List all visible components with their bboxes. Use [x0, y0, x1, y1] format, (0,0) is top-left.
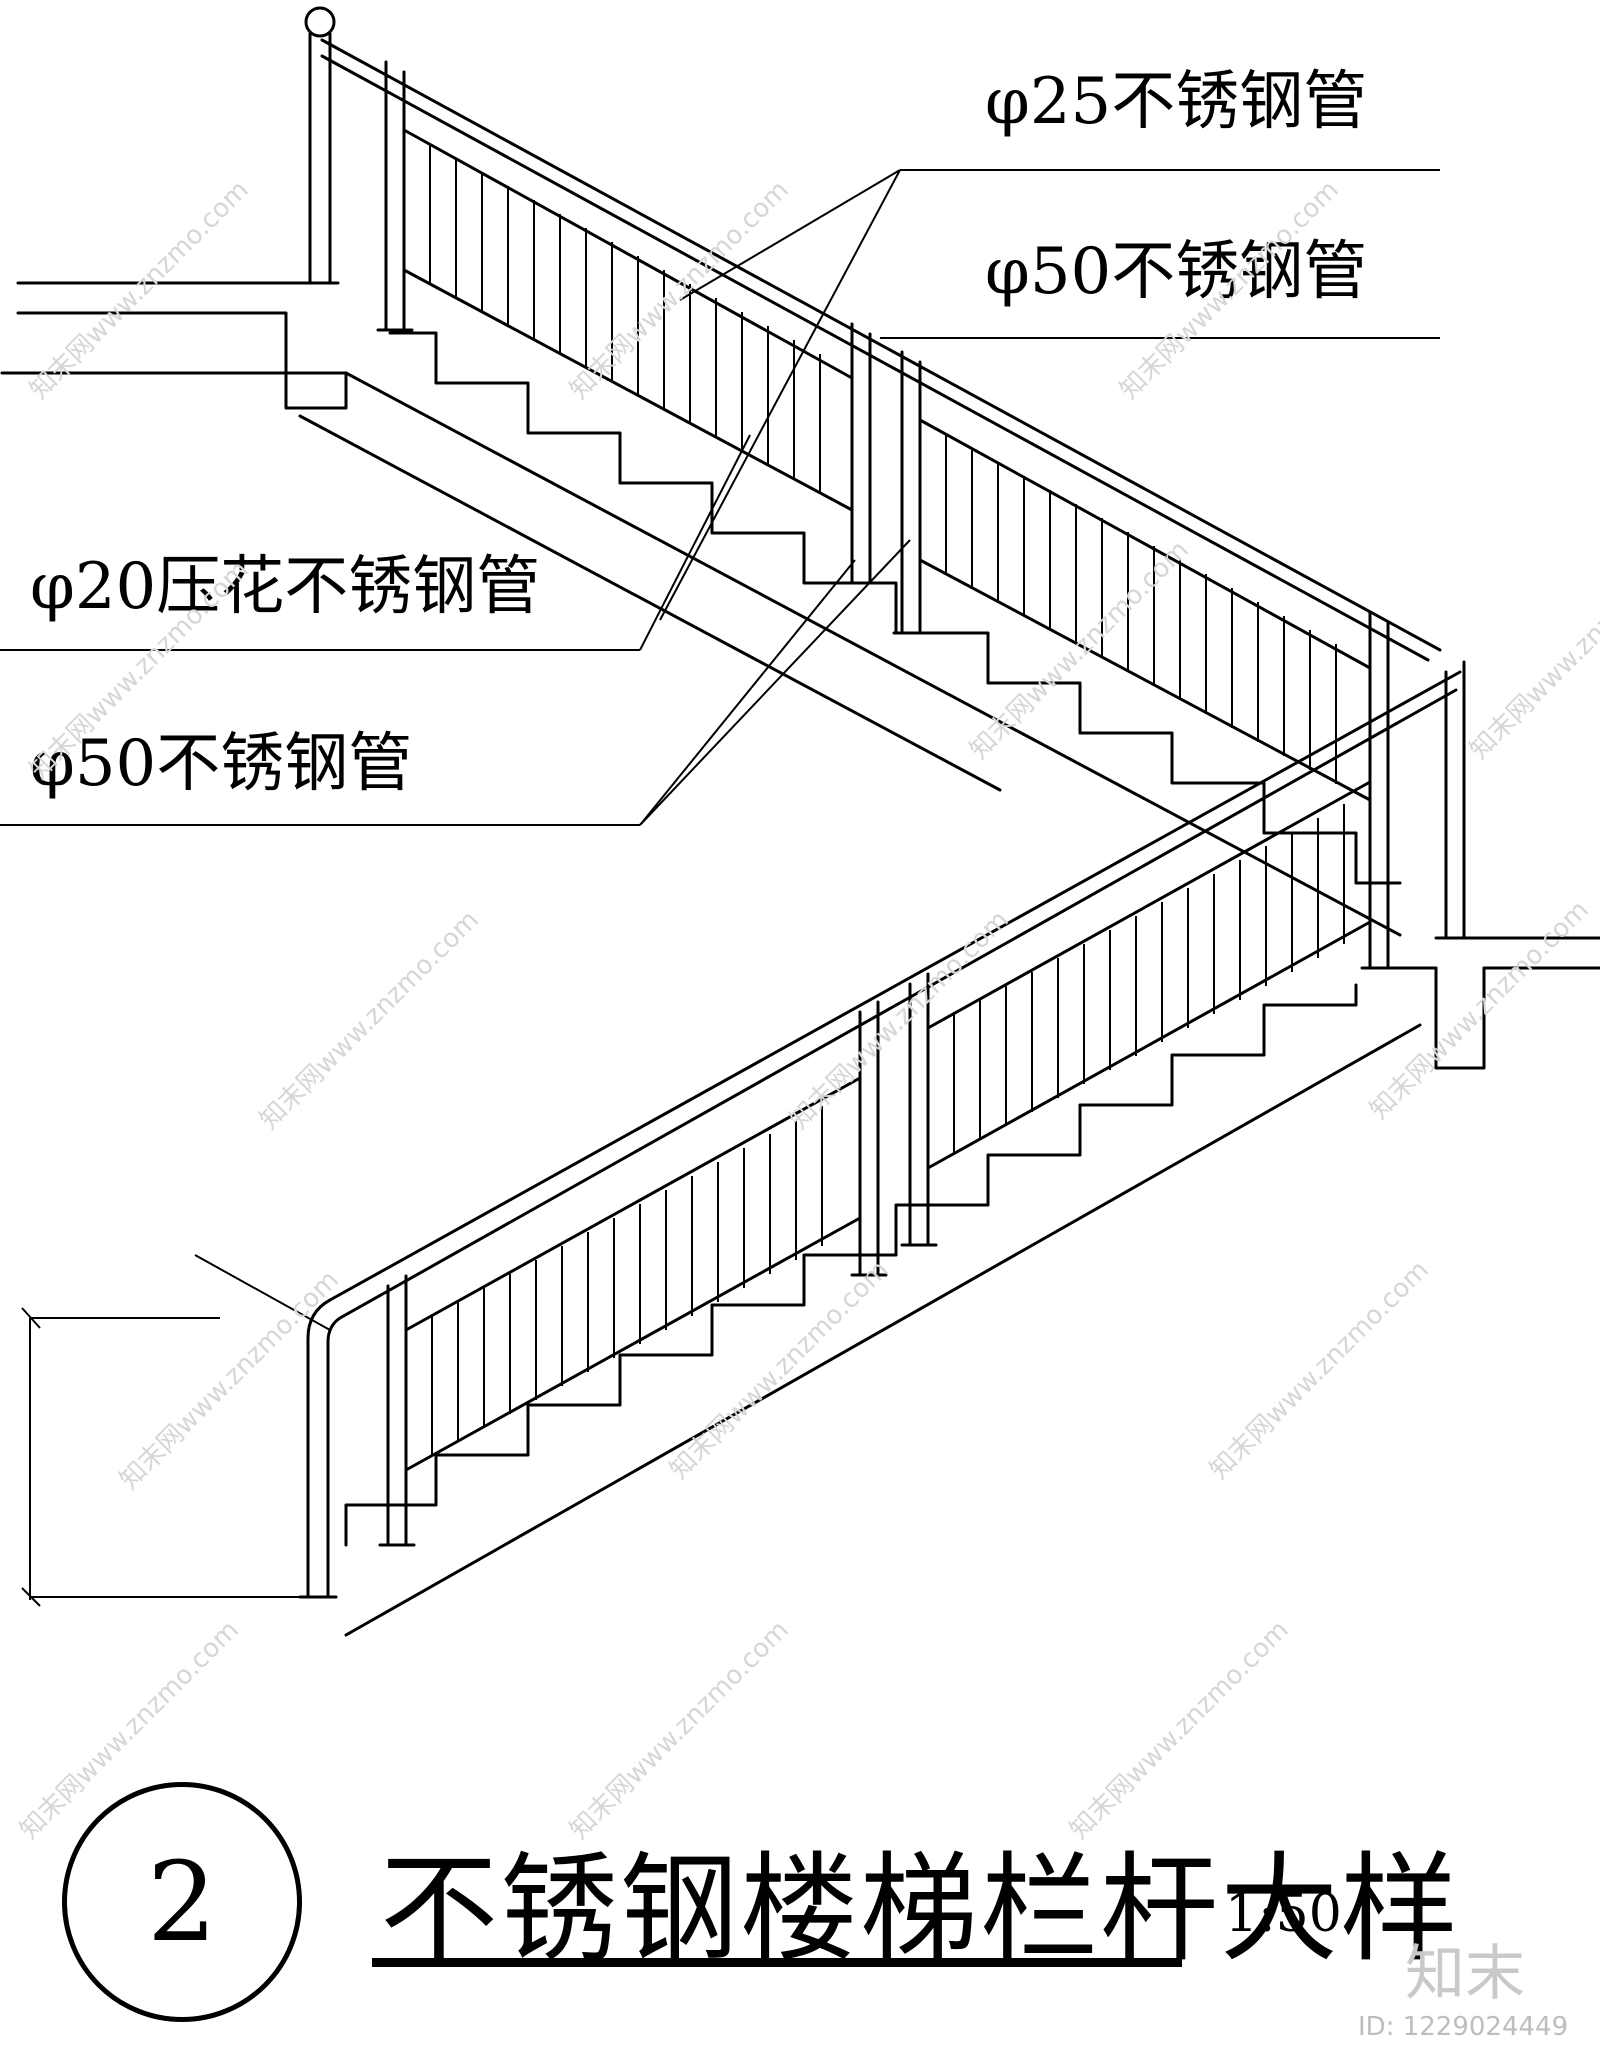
- lower-balusters-1: [431, 1106, 823, 1456]
- upper-handrail: [304, 6, 1466, 970]
- upper-balusters-1: [429, 144, 821, 494]
- detail-number-circle: 2: [62, 1782, 302, 2022]
- upper-landing: [0, 281, 348, 410]
- label-pipe-25: φ25不锈钢管: [985, 65, 1368, 139]
- height-dimension: [21, 1254, 331, 1607]
- lower-flight-steps: [344, 983, 1422, 1637]
- label-pipe-50-top: φ50不锈钢管: [985, 235, 1368, 309]
- post-feet: [298, 281, 1474, 1599]
- lower-balusters-2: [953, 804, 1345, 1154]
- lower-handrail: [306, 670, 1462, 1599]
- upper-flight-steps: [298, 331, 1402, 937]
- drawing-scale: 1:50: [1225, 1884, 1342, 1944]
- detail-number: 2: [147, 1838, 217, 1966]
- leader-lines: [0, 169, 1440, 826]
- label-pipe-20-embossed: φ20压花不锈钢管: [30, 550, 541, 624]
- drawing-title: 不锈钢楼梯栏杆大样: [380, 1840, 1461, 1978]
- upper-balusters-2: [945, 434, 1337, 784]
- label-pipe-50-left: φ50不锈钢管: [30, 727, 413, 801]
- brand-watermark: 知末: [1405, 1939, 1525, 2009]
- title-underline: [372, 1958, 1182, 1967]
- image-id: ID: 1229024449: [1358, 2012, 1569, 2042]
